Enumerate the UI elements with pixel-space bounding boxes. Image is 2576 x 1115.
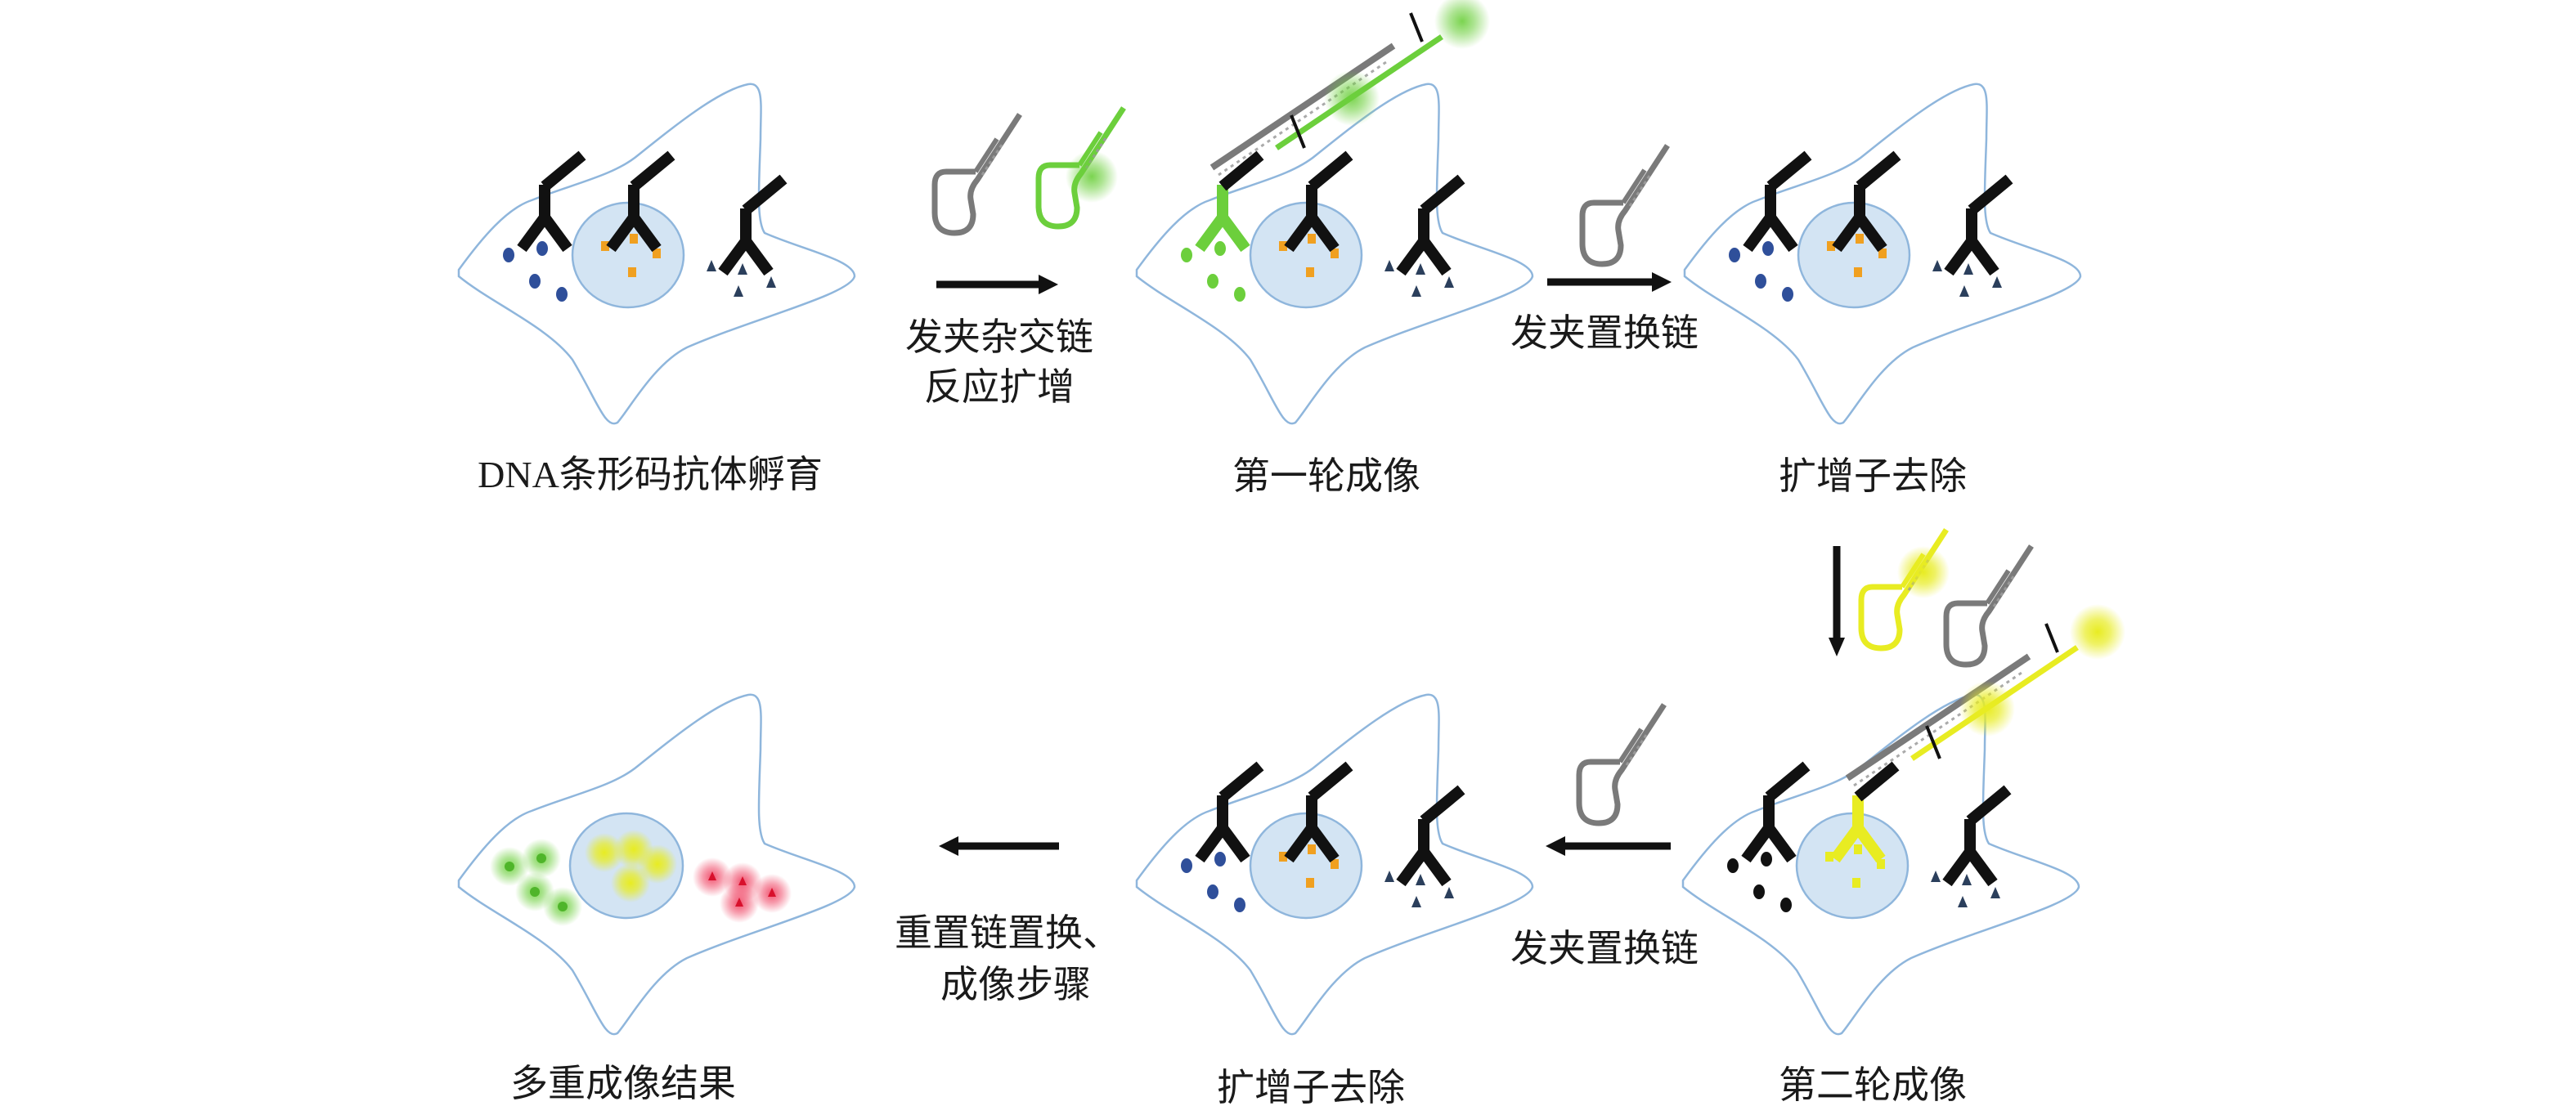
panel-removal-bottom: 扩增子去除 xyxy=(1137,695,1533,1108)
gray-hairpin-icon xyxy=(1579,705,1664,823)
step-arrow-displace-bottom: 发夹置换链 xyxy=(1510,705,1699,969)
panel-round1: 第一轮成像 xyxy=(1137,0,1533,497)
step-arrow-down xyxy=(1829,530,2031,665)
fluor-glow-icon xyxy=(1897,546,1950,598)
step-arrow-reset: 重置链置换、 成像步骤 xyxy=(895,836,1120,1005)
green-amplicon-chain xyxy=(1212,0,1490,175)
step-label-round2: 第二轮成像 xyxy=(1779,1064,1967,1106)
step-label-removal-top: 扩增子去除 xyxy=(1779,455,1967,497)
step-label-result: 多重成像结果 xyxy=(510,1063,736,1104)
cell-outline xyxy=(457,693,856,1036)
cell-with-antibodies xyxy=(1137,84,1533,423)
cell-with-antibodies xyxy=(459,84,855,423)
arrow-label-displace-bottom: 发夹置换链 xyxy=(1510,928,1699,969)
arrow-label-reset-1: 重置链置换、 xyxy=(895,912,1120,954)
green-signals xyxy=(490,839,582,926)
yellow-signals xyxy=(585,830,677,902)
arrow-label-hcr-1: 发夹杂交链 xyxy=(905,316,1093,358)
yellow-amplicon-chain xyxy=(1847,604,2125,786)
arrow-label-reset-2: 成像步骤 xyxy=(940,964,1091,1005)
red-signals xyxy=(693,858,792,923)
panel-result: 多重成像结果 xyxy=(457,693,856,1104)
arrow-label-displace-top: 发夹置换链 xyxy=(1510,312,1699,354)
step-label-round1: 第一轮成像 xyxy=(1232,455,1420,497)
gray-hairpin-icon xyxy=(1582,146,1667,264)
gray-hairpin-icon xyxy=(1946,546,2031,665)
arrow-label-hcr-2: 反应扩增 xyxy=(924,366,1075,408)
gray-hairpin-icon xyxy=(935,114,1020,233)
cell-with-antibodies xyxy=(1683,695,2079,1034)
step-arrow-hcr: 发夹杂交链 反应扩增 xyxy=(905,108,1124,408)
step-arrow-displace-top: 发夹置换链 xyxy=(1510,146,1699,354)
panel-removal-top: 扩增子去除 xyxy=(1685,84,2080,497)
fluor-glow-icon xyxy=(1066,150,1118,203)
step-label-incubation: DNA条形码抗体孵育 xyxy=(478,454,823,495)
cell-with-antibodies xyxy=(1685,84,2080,423)
panel-round2: 第二轮成像 xyxy=(1683,604,2125,1106)
cell-with-antibodies xyxy=(1137,695,1533,1034)
panel-incubation: DNA条形码抗体孵育 xyxy=(459,84,855,495)
step-label-removal-bottom: 扩增子去除 xyxy=(1217,1067,1405,1108)
